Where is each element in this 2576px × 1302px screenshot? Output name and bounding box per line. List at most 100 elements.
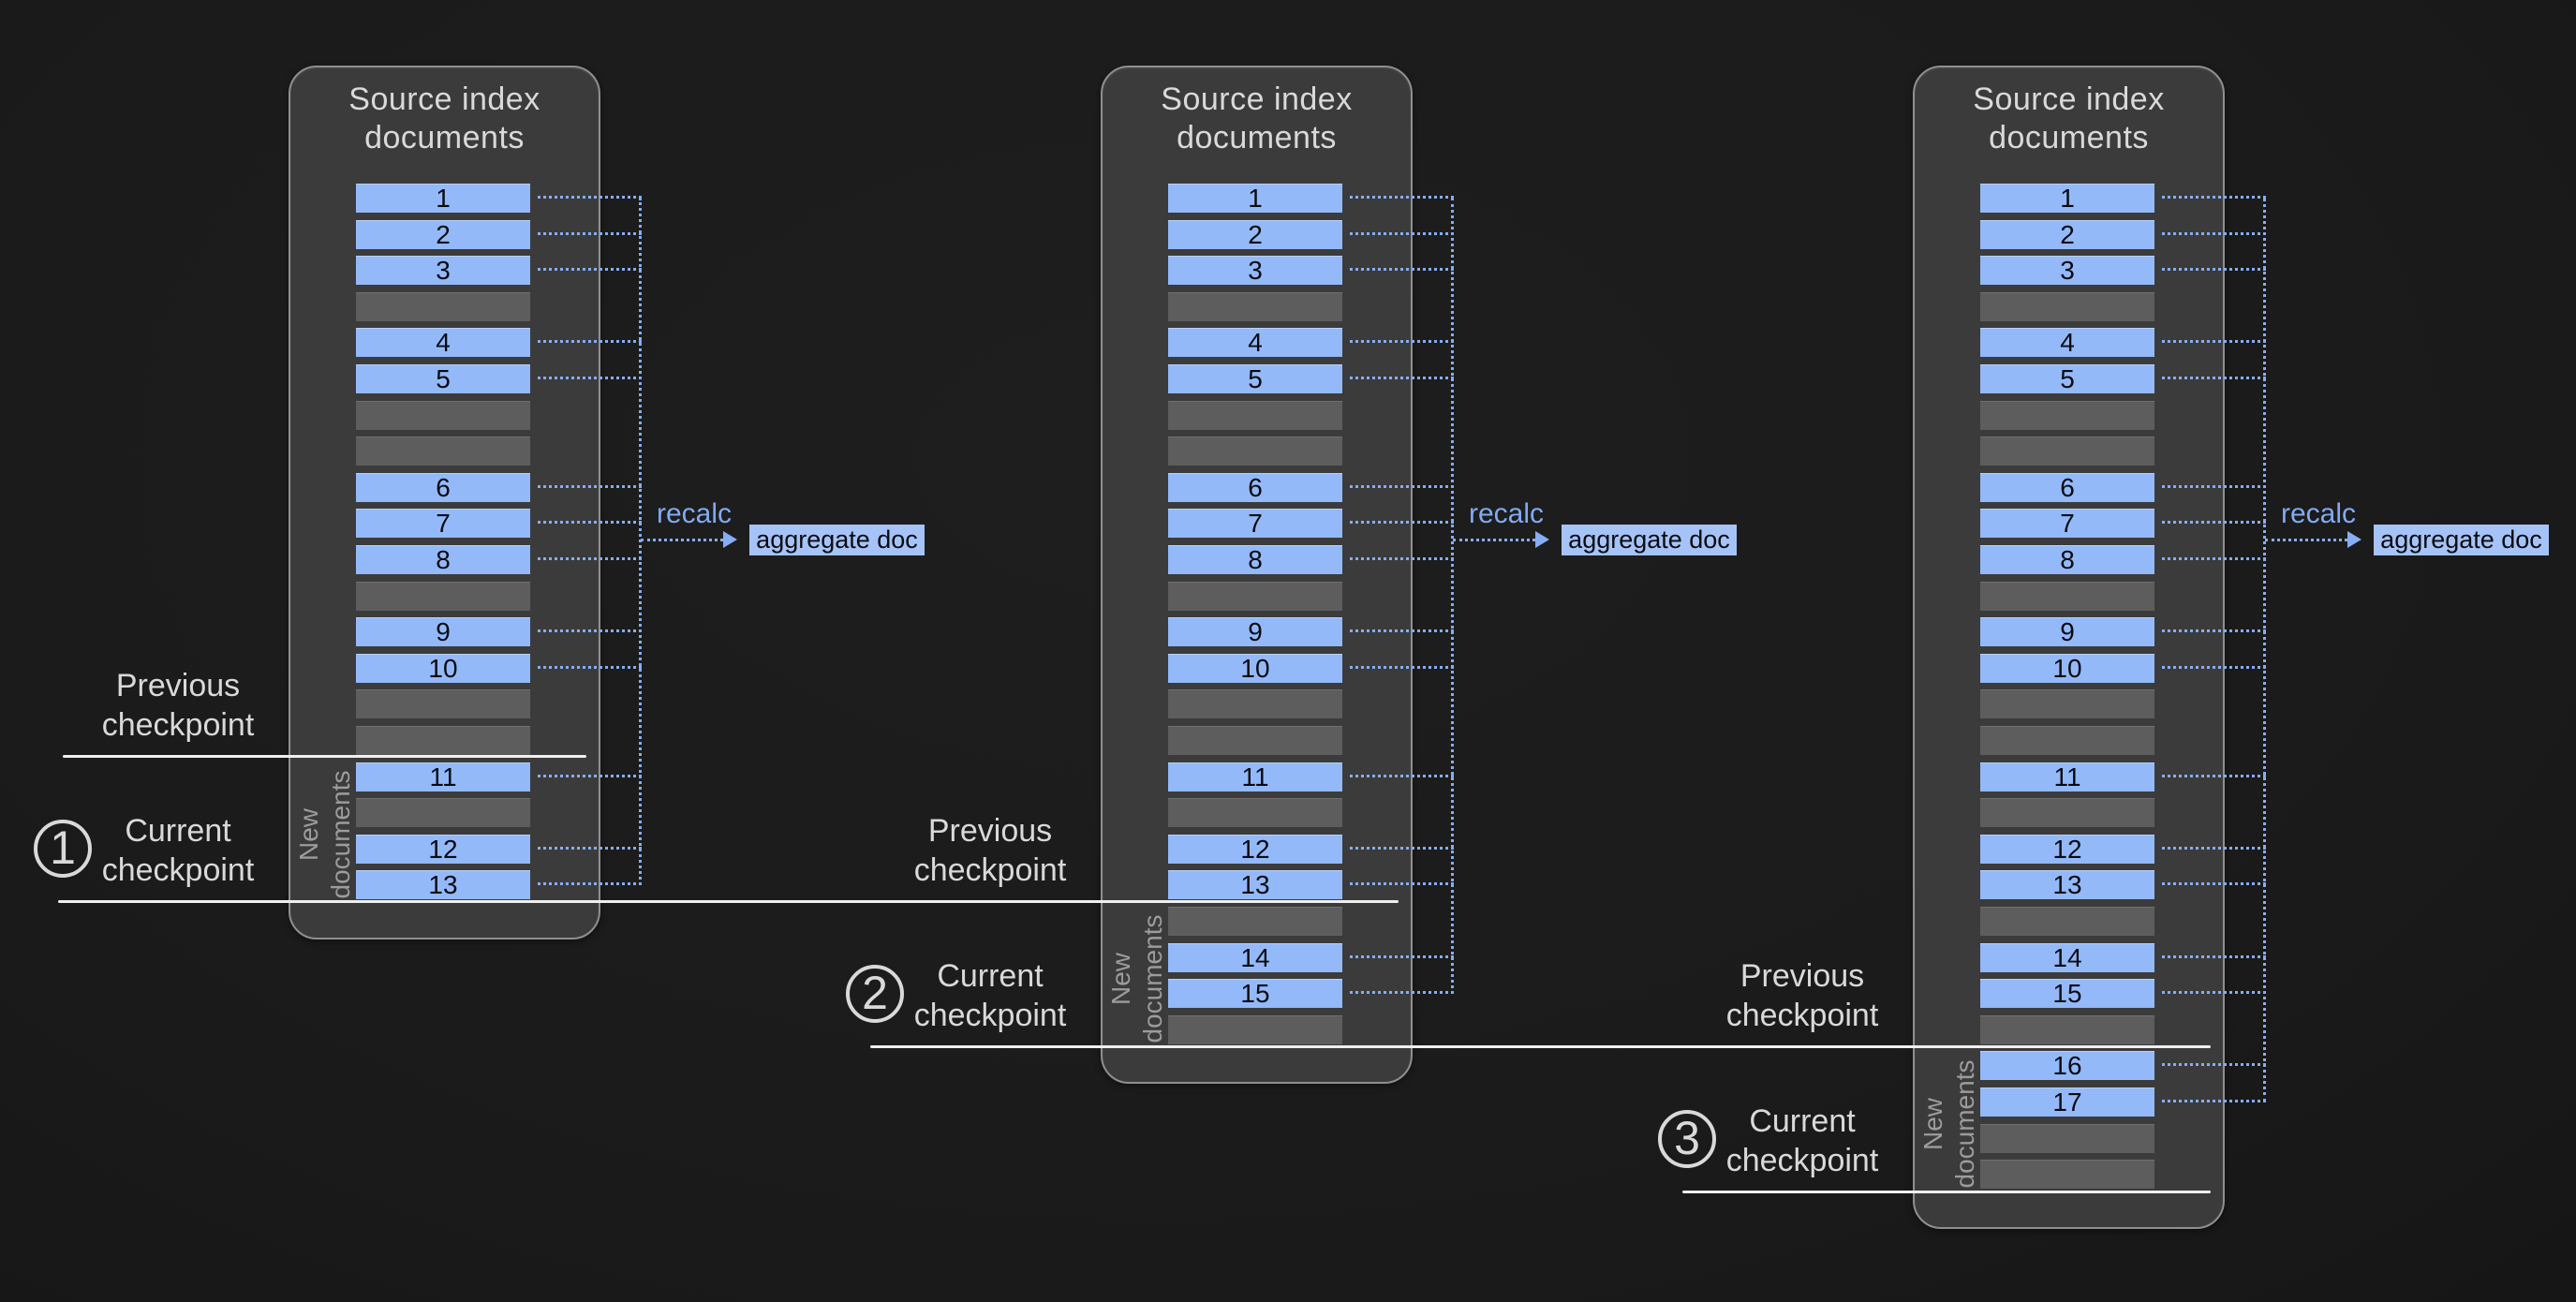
document-connector-line	[2162, 484, 2266, 488]
document-bar: 10	[1168, 653, 1342, 683]
document-bar: 5	[356, 364, 530, 393]
document-bar: 14	[1980, 942, 2154, 972]
document-bar: 13	[356, 870, 530, 900]
document-bar: 17	[1980, 1087, 2154, 1117]
empty-document-slot	[1980, 1014, 2154, 1044]
document-bar: 14	[1168, 942, 1342, 972]
document-bar: 2	[356, 219, 530, 249]
document-bar: 9	[1168, 617, 1342, 647]
empty-document-slot	[1168, 436, 1342, 466]
empty-document-slot	[1980, 1123, 2154, 1153]
document-connector-line	[2162, 629, 2266, 633]
document-connector-line	[1350, 991, 1454, 995]
empty-document-slot	[1980, 907, 2154, 936]
document-bar: 1	[1980, 184, 2154, 213]
document-connector-line	[2162, 521, 2266, 525]
document-connector-line	[538, 521, 642, 525]
empty-document-slot	[1980, 400, 2154, 430]
document-connector-line	[1350, 377, 1454, 379]
empty-document-slot	[1980, 798, 2154, 828]
document-connector-line	[2162, 377, 2266, 379]
document-connector-line	[1350, 196, 1454, 199]
document-bar: 15	[1168, 979, 1342, 1009]
document-bar: 11	[1168, 762, 1342, 792]
document-connector-line	[538, 377, 642, 379]
document-connector-line	[1350, 882, 1454, 886]
checkpoint-line	[63, 754, 586, 758]
previous-checkpoint-label-line1: Previous	[115, 668, 241, 703]
document-bar: 3	[356, 256, 530, 286]
empty-document-slot	[1168, 1014, 1342, 1044]
document-connector-line	[1350, 484, 1454, 488]
document-bar: 11	[356, 762, 530, 792]
document-bar: 4	[1980, 328, 2154, 358]
document-bar: 12	[356, 834, 530, 864]
document-bar: 1	[356, 184, 530, 213]
aggregate-doc-box: aggregate doc	[749, 525, 925, 555]
document-bar: 5	[1980, 364, 2154, 393]
document-bar: 1	[1168, 184, 1342, 213]
document-bar: 13	[1980, 870, 2154, 900]
documents-bracket-line	[1451, 197, 1454, 994]
empty-document-slot	[1168, 400, 1342, 430]
empty-document-slot	[1168, 798, 1342, 828]
empty-document-slot	[1980, 689, 2154, 719]
document-bar: 13	[1168, 870, 1342, 900]
document-connector-line	[1350, 557, 1454, 560]
empty-document-slot	[356, 798, 530, 828]
document-connector-line	[538, 774, 642, 777]
recalc-label: recalc	[656, 498, 733, 529]
document-bar: 2	[1980, 219, 2154, 249]
document-connector-line	[1350, 340, 1454, 344]
document-bar: 5	[1168, 364, 1342, 393]
panel-title-line1: Source index	[1161, 81, 1353, 117]
document-bar: 6	[1980, 472, 2154, 502]
empty-document-slot	[356, 689, 530, 719]
current-checkpoint-label-line1: Current	[937, 958, 1044, 994]
empty-document-slot	[1980, 726, 2154, 755]
document-bar: 6	[1168, 472, 1342, 502]
empty-document-slot	[1980, 1160, 2154, 1190]
document-connector-line	[2162, 268, 2266, 272]
document-bar: 2	[1168, 219, 1342, 249]
document-bar: 8	[1980, 545, 2154, 574]
recalc-arrowhead-icon	[2347, 531, 2361, 548]
document-connector-line	[1350, 521, 1454, 525]
empty-document-slot	[1980, 581, 2154, 611]
document-connector-line	[2162, 954, 2266, 958]
document-bar: 11	[1980, 762, 2154, 792]
document-connector-line	[538, 846, 642, 850]
document-bar: 7	[356, 509, 530, 539]
document-connector-line	[538, 557, 642, 560]
document-bar: 4	[356, 328, 530, 358]
document-connector-line	[538, 882, 642, 886]
recalc-arrow-line	[2265, 538, 2347, 541]
documents-bracket-line	[639, 197, 642, 885]
document-connector-line	[2162, 991, 2266, 995]
document-bar: 12	[1168, 834, 1342, 864]
new-documents-label-line2: documents	[326, 770, 355, 899]
empty-document-slot	[1168, 726, 1342, 755]
document-bar: 3	[1168, 256, 1342, 286]
previous-checkpoint-label-line1: Previous	[1740, 958, 1865, 994]
panel-title-line1: Source index	[348, 81, 540, 117]
document-bar: 8	[1168, 545, 1342, 574]
empty-document-slot	[1168, 581, 1342, 611]
document-connector-line	[1350, 629, 1454, 633]
panel-title-line2: documents	[364, 120, 525, 155]
panel-title-line2: documents	[1989, 120, 2149, 155]
document-bar: 6	[356, 472, 530, 502]
panel-title-line2: documents	[1177, 120, 1337, 155]
document-connector-line	[2162, 557, 2266, 560]
document-bar: 15	[1980, 979, 2154, 1009]
empty-document-slot	[356, 726, 530, 755]
document-connector-line	[2162, 882, 2266, 886]
